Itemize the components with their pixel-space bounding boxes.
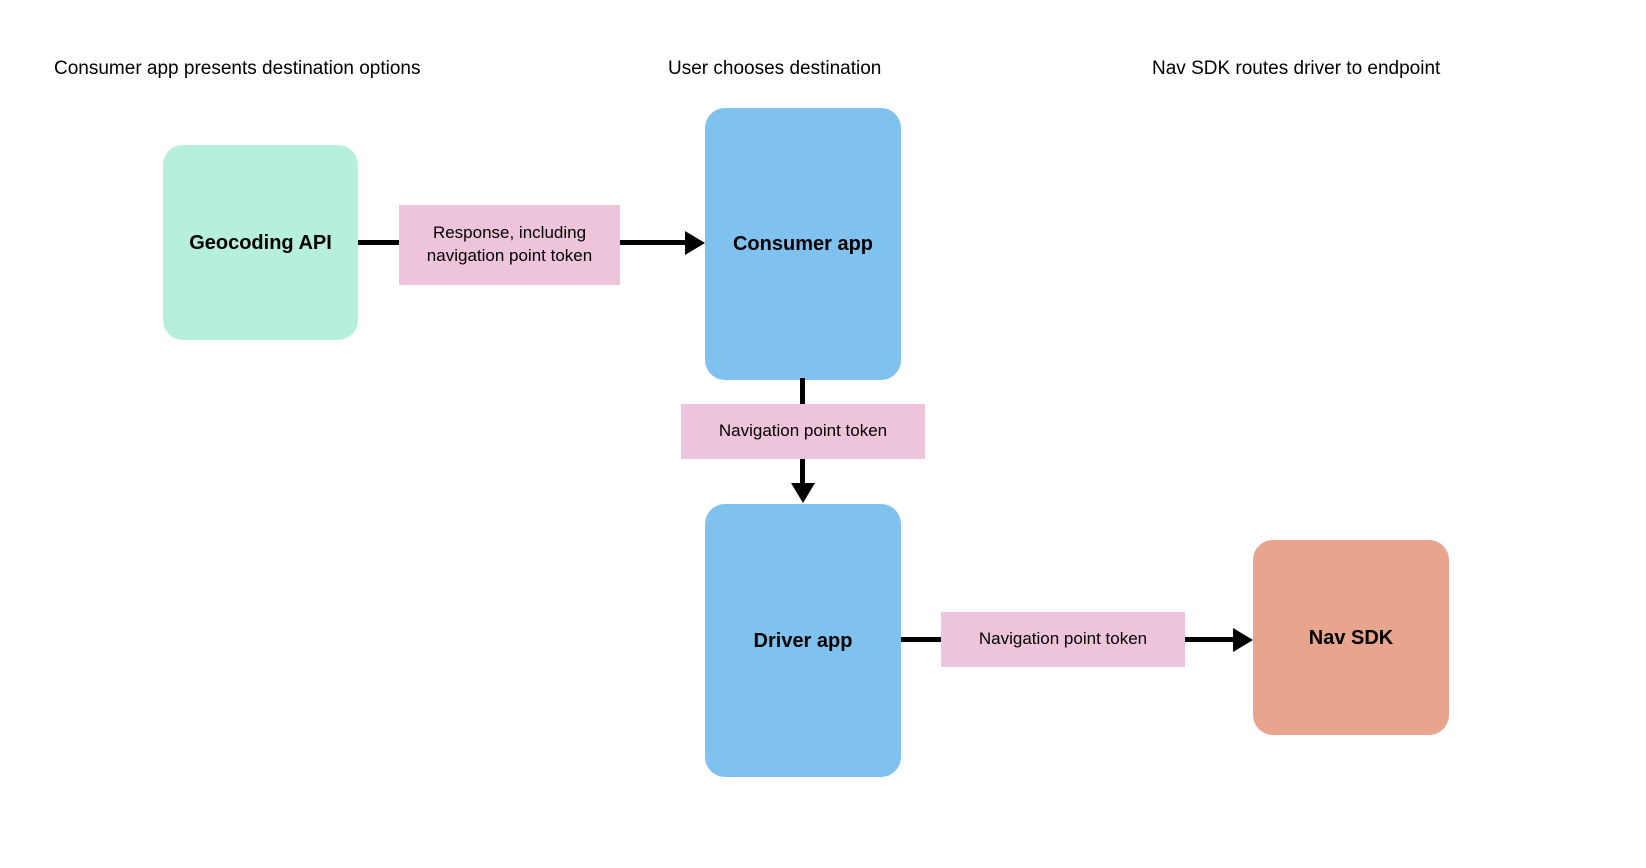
edge-label-consumer-to-driver-text: Navigation point token xyxy=(718,421,888,441)
arrowhead-geocoding-to-consumer xyxy=(685,231,705,255)
column-header-stage-3: Nav SDK routes driver to endpoint xyxy=(1152,58,1441,79)
edge-label-geocoding-to-consumer: Response, including navigation point tok… xyxy=(399,205,620,285)
edge-line-geocoding-to-consumer-right xyxy=(617,240,685,245)
edge-line-geocoding-to-consumer-left xyxy=(358,240,402,245)
node-consumer-app[interactable]: Consumer app xyxy=(705,108,901,380)
edge-line-driver-to-navsdk-left xyxy=(901,637,945,642)
node-nav-sdk-label: Nav SDK xyxy=(1308,626,1394,649)
node-driver-app[interactable]: Driver app xyxy=(705,504,901,777)
node-consumer-app-label: Consumer app xyxy=(732,233,874,255)
edge-line-consumer-to-driver-bottom xyxy=(800,455,805,487)
arrowhead-consumer-to-driver xyxy=(791,483,815,503)
edge-label-driver-to-navsdk-text: Navigation point token xyxy=(978,629,1148,649)
edge-line-driver-to-navsdk-right xyxy=(1182,637,1234,642)
edge-label-driver-to-navsdk: Navigation point token xyxy=(941,612,1185,667)
column-header-stage-1: Consumer app presents destination option… xyxy=(54,58,421,79)
node-geocoding-api[interactable]: Geocoding API xyxy=(163,145,358,340)
edge-line-consumer-to-driver-top xyxy=(800,378,805,408)
node-driver-app-label: Driver app xyxy=(753,629,853,652)
node-nav-sdk[interactable]: Nav SDK xyxy=(1253,540,1449,735)
arrowhead-driver-to-navsdk xyxy=(1233,628,1253,652)
edge-label-geocoding-to-consumer-text: Response, including navigation point tok… xyxy=(426,223,593,265)
edge-label-consumer-to-driver: Navigation point token xyxy=(681,404,925,459)
column-header-stage-2: User chooses destination xyxy=(668,58,882,79)
node-geocoding-api-label: Geocoding API xyxy=(189,231,332,254)
